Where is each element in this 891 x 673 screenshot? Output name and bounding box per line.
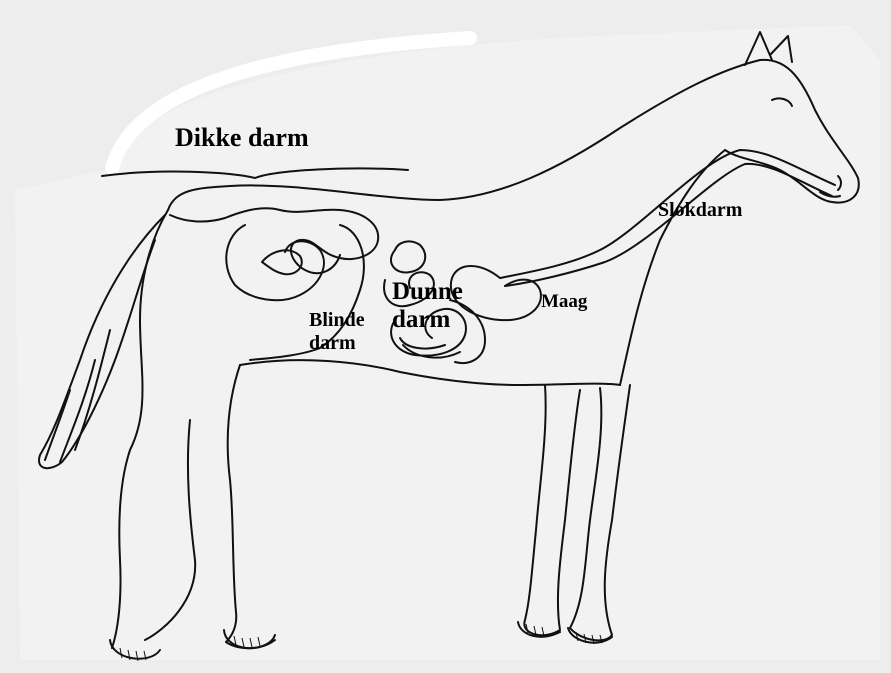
label-dunne-darm: Dunne darm: [392, 278, 463, 334]
label-slokdarm: Slokdarm: [658, 200, 742, 220]
label-dikke-darm: Dikke darm: [175, 125, 309, 151]
label-blinde-darm: Blinde darm: [309, 309, 365, 355]
label-dunne-darm-line1: Dunne: [392, 278, 463, 306]
label-blinde-darm-line1: Blinde: [309, 309, 365, 332]
label-dunne-darm-line2: darm: [392, 306, 463, 334]
label-blinde-darm-line2: darm: [309, 332, 365, 355]
label-maag: Maag: [541, 292, 587, 311]
